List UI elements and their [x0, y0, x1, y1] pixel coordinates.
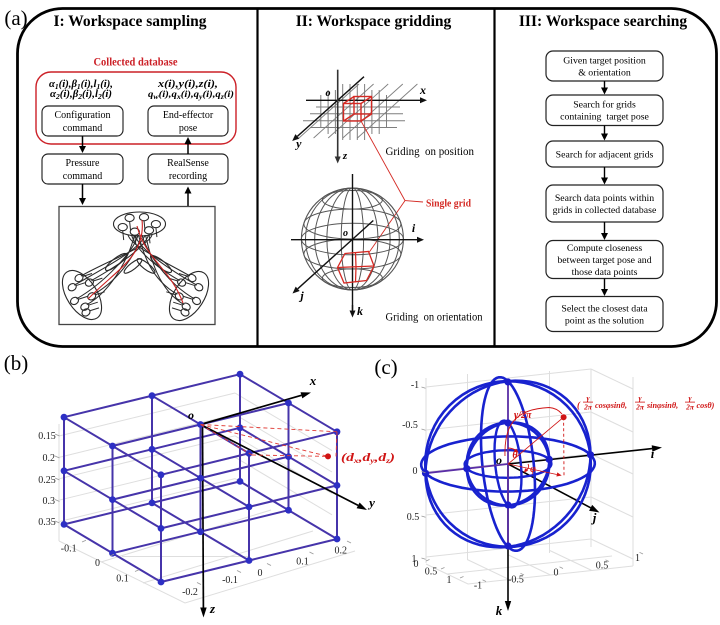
svg-text:Collected database: Collected database — [94, 55, 179, 69]
svg-text:0.5: 0.5 — [425, 567, 438, 578]
svg-text:Single grid: Single grid — [426, 198, 471, 210]
svg-text:0.1: 0.1 — [116, 574, 129, 585]
svg-text:i: i — [412, 221, 416, 235]
svg-text:0.1: 0.1 — [296, 557, 309, 568]
svg-text:0: 0 — [258, 568, 263, 579]
svg-text:o: o — [496, 453, 502, 467]
svg-text:(a): (a) — [4, 6, 27, 30]
svg-text:(b): (b) — [4, 351, 29, 375]
svg-text:x: x — [419, 83, 426, 97]
svg-text:-0.2: -0.2 — [182, 587, 198, 598]
svg-text:0.2: 0.2 — [334, 546, 347, 557]
svg-text:-0.1: -0.1 — [61, 544, 77, 555]
svg-text:0.35: 0.35 — [38, 517, 56, 528]
svg-text:0.25: 0.25 — [38, 475, 56, 486]
svg-text:Search data points within: Search data points within — [555, 193, 654, 204]
svg-text:-0.5: -0.5 — [508, 575, 524, 586]
svg-text:φ: φ — [530, 464, 536, 475]
svg-text:& orientation: & orientation — [578, 67, 631, 78]
svg-text:γ: γ — [638, 394, 642, 403]
svg-text:between target pose and: between target pose and — [557, 255, 651, 266]
svg-text:y: y — [367, 495, 375, 510]
svg-text:k: k — [496, 603, 503, 618]
svg-text:x(i),y(i),z(i),: x(i),y(i),z(i), — [157, 79, 218, 90]
svg-text:pose: pose — [179, 123, 198, 134]
svg-text:2π: 2π — [583, 403, 593, 412]
svg-text:cosφsinθ,: cosφsinθ, — [595, 401, 627, 410]
svg-text:j: j — [298, 289, 304, 303]
svg-text:Compute closeness: Compute closeness — [567, 243, 643, 254]
svg-text:j: j — [591, 510, 597, 525]
svg-text:1: 1 — [412, 554, 417, 565]
svg-text:-0.1: -0.1 — [222, 575, 238, 586]
svg-text:III: Workspace searching: III: Workspace searching — [519, 13, 687, 30]
svg-text:γ/2π: γ/2π — [514, 410, 532, 421]
svg-text:y: y — [294, 137, 302, 151]
svg-text:Search for grids: Search for grids — [573, 100, 636, 111]
svg-text:o: o — [343, 228, 348, 239]
svg-text:0: 0 — [554, 568, 559, 579]
svg-text:0.2: 0.2 — [42, 453, 55, 464]
svg-text:-1: -1 — [411, 380, 419, 391]
svg-text:1: 1 — [635, 553, 640, 564]
svg-text:RealSense: RealSense — [167, 158, 209, 169]
svg-text:I: Workspace sampling: I: Workspace sampling — [53, 13, 206, 30]
svg-text:-0.5: -0.5 — [402, 420, 418, 431]
svg-text:k: k — [357, 304, 363, 318]
svg-text:1: 1 — [447, 575, 452, 586]
svg-text:Griding on position: Griding on position — [386, 144, 475, 158]
svg-text:γ: γ — [586, 394, 590, 403]
svg-text:2π: 2π — [635, 403, 645, 412]
svg-text:II: Workspace gridding: II: Workspace gridding — [296, 13, 452, 30]
svg-text:o: o — [326, 88, 331, 99]
svg-text:qw(i),qx(i),qy(i),qz(i): qw(i),qx(i),qy(i),qz(i) — [148, 89, 234, 101]
svg-text:Pressure: Pressure — [66, 158, 100, 169]
svg-text:command: command — [63, 171, 102, 182]
svg-text:0.3: 0.3 — [42, 496, 55, 507]
svg-text:2π: 2π — [685, 403, 695, 412]
svg-text:θ: θ — [512, 450, 518, 461]
svg-text:Search for adjacent grids: Search for adjacent grids — [556, 149, 654, 160]
svg-text:Configuration: Configuration — [54, 110, 110, 121]
svg-text:Given target position: Given target position — [563, 55, 646, 66]
svg-text:0.15: 0.15 — [38, 431, 56, 442]
svg-text:i: i — [651, 446, 655, 461]
svg-text:End-effector: End-effector — [163, 110, 214, 121]
svg-text:0.5: 0.5 — [596, 561, 609, 572]
svg-text:0.5: 0.5 — [407, 512, 420, 523]
svg-text:0: 0 — [95, 558, 100, 569]
svg-text:0: 0 — [413, 466, 418, 477]
svg-text:cosθ): cosθ) — [697, 401, 715, 410]
svg-text:command: command — [63, 123, 102, 134]
svg-text:(c): (c) — [374, 355, 397, 379]
svg-text:grids in collected database: grids in collected database — [553, 205, 657, 216]
svg-text:o: o — [188, 408, 194, 422]
svg-text:z: z — [209, 601, 216, 616]
svg-text:x: x — [309, 373, 317, 388]
svg-text:z: z — [342, 150, 348, 162]
svg-text:Griding on orientation: Griding on orientation — [386, 310, 483, 324]
svg-text:γ: γ — [688, 394, 692, 403]
svg-text:0: 0 — [414, 559, 419, 570]
svg-text:(: ( — [577, 400, 581, 410]
svg-text:-1: -1 — [474, 581, 482, 592]
svg-text:sinφsinθ,: sinφsinθ, — [646, 401, 678, 410]
svg-text:containing target pose: containing target pose — [560, 112, 649, 123]
svg-text:α2(i),β2(i),l2(i): α2(i),β2(i),l2(i) — [50, 89, 112, 101]
svg-text:those data points: those data points — [572, 267, 638, 278]
svg-text:point as the solution: point as the solution — [565, 315, 644, 326]
svg-text:recording: recording — [169, 171, 207, 182]
svg-text:Select the closest data: Select the closest data — [561, 303, 648, 314]
